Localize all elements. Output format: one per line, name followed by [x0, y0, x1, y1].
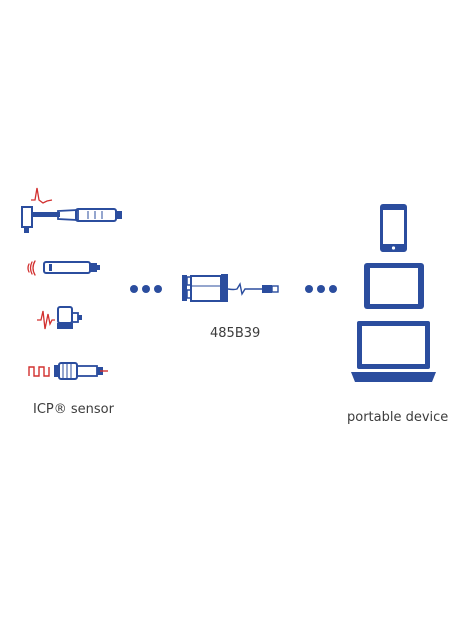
laptop-icon — [351, 321, 436, 382]
block-sensor-icon — [57, 306, 82, 329]
cylinder-sensor-icon — [43, 261, 100, 274]
threaded-sensor-icon — [54, 362, 108, 380]
impact-hammer-icon — [21, 206, 122, 233]
vibration-signal-icon — [37, 310, 55, 330]
device-label: 485B39 — [210, 326, 261, 341]
square-wave-signal-icon — [28, 366, 50, 377]
smartphone-icon — [380, 204, 407, 252]
usb-signal-conditioner-icon — [182, 274, 279, 302]
target-label: portable device — [347, 410, 449, 425]
connection-dots-right — [305, 285, 337, 293]
connection-dots-left — [130, 285, 162, 293]
tablet-icon — [364, 263, 424, 309]
wave-signal-icon — [27, 260, 36, 276]
pulse-signal-icon — [31, 187, 53, 204]
sensor-label: ICP® sensor — [33, 402, 114, 417]
